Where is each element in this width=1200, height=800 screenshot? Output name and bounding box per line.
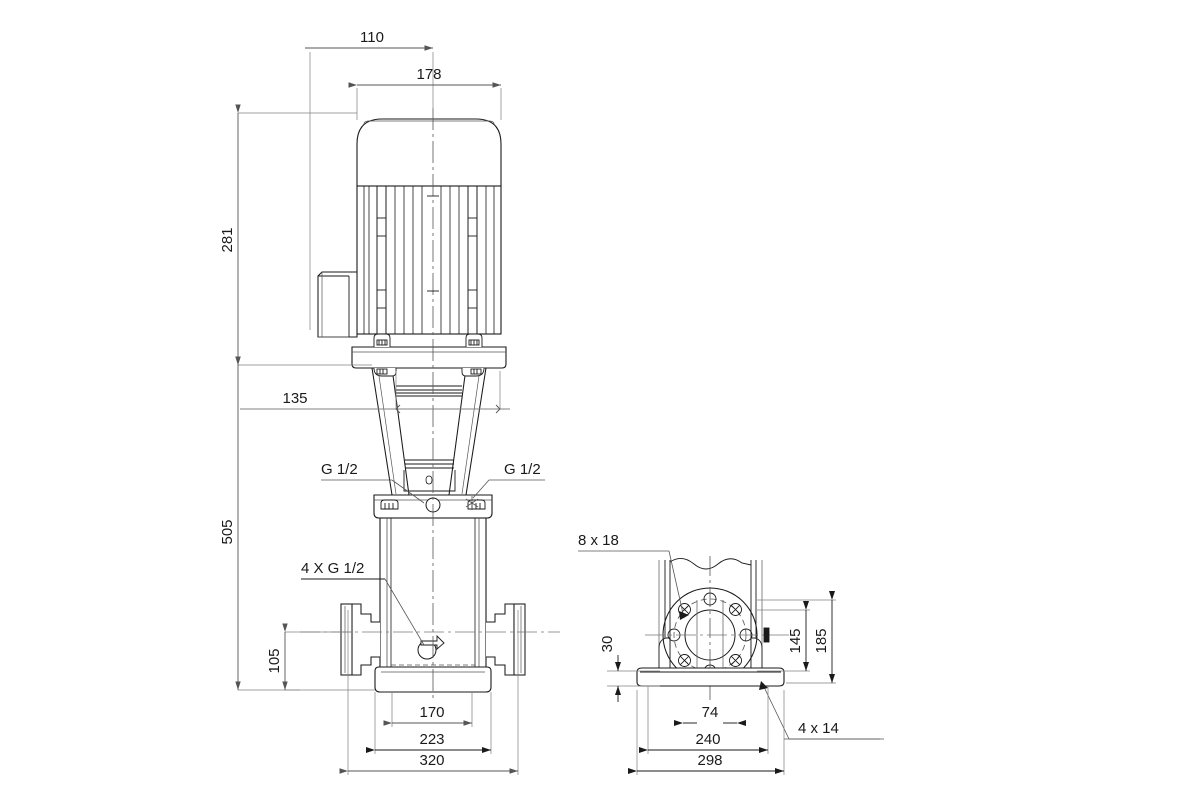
callout-g12-right-text: G 1/2 — [504, 461, 541, 478]
dim-178-text: 178 — [416, 66, 441, 83]
dim-105-text: 105 — [266, 648, 283, 673]
front-view-motor-flange — [351, 333, 507, 369]
dim-505-text: 505 — [219, 519, 236, 544]
callout-8x18: 8 x 18 — [578, 532, 689, 620]
dim-145-text: 145 — [787, 628, 804, 653]
dim-74: 74 — [674, 704, 746, 726]
dim-30: 30 — [599, 636, 660, 702]
dim-320-text: 320 — [419, 752, 444, 769]
dim-185: 185 — [757, 591, 836, 684]
dim-505: 505 — [219, 356, 300, 691]
callout-8x18-text: 8 x 18 — [578, 532, 619, 549]
front-view-port-flanges — [340, 603, 526, 676]
centre-marks — [427, 195, 439, 292]
dim-320: 320 — [339, 610, 519, 775]
dim-223: 223 — [366, 692, 492, 754]
dim-185-text: 185 — [813, 628, 830, 653]
dim-223-text: 223 — [419, 731, 444, 748]
dim-170-text: 170 — [419, 704, 444, 721]
dim-110: 110 — [305, 29, 434, 330]
dim-298-text: 298 — [697, 752, 722, 769]
callout-g12-left-text: G 1/2 — [321, 461, 358, 478]
dim-281: 281 — [219, 104, 372, 366]
callout-g12-left: G 1/2 — [321, 461, 425, 504]
dim-145: 145 — [757, 601, 810, 672]
callout-4xg12: 4 X G 1/2 — [301, 560, 425, 646]
dim-240-text: 240 — [695, 731, 720, 748]
dim-110-text: 110 — [360, 29, 384, 46]
dim-30-text: 30 — [599, 636, 616, 653]
dim-170: 170 — [383, 692, 473, 727]
callout-g12-right: G 1/2 — [465, 461, 545, 510]
dim-135-text: 135 — [282, 390, 307, 407]
callout-4x14-text: 4 x 14 — [798, 720, 839, 737]
callout-4xg12-text: 4 X G 1/2 — [301, 560, 364, 577]
dim-178: 178 — [348, 66, 502, 120]
dim-281-text: 281 — [219, 227, 236, 252]
callout-4x14: 4 x 14 — [759, 681, 880, 740]
front-view-coupling-bracket — [371, 367, 487, 496]
dim-135: 135 — [240, 371, 510, 414]
dim-74-text: 74 — [702, 704, 719, 721]
dim-298: 298 — [628, 690, 785, 775]
dim-240: 240 — [639, 686, 769, 754]
end-view — [636, 556, 790, 700]
front-view-motor — [317, 118, 502, 338]
